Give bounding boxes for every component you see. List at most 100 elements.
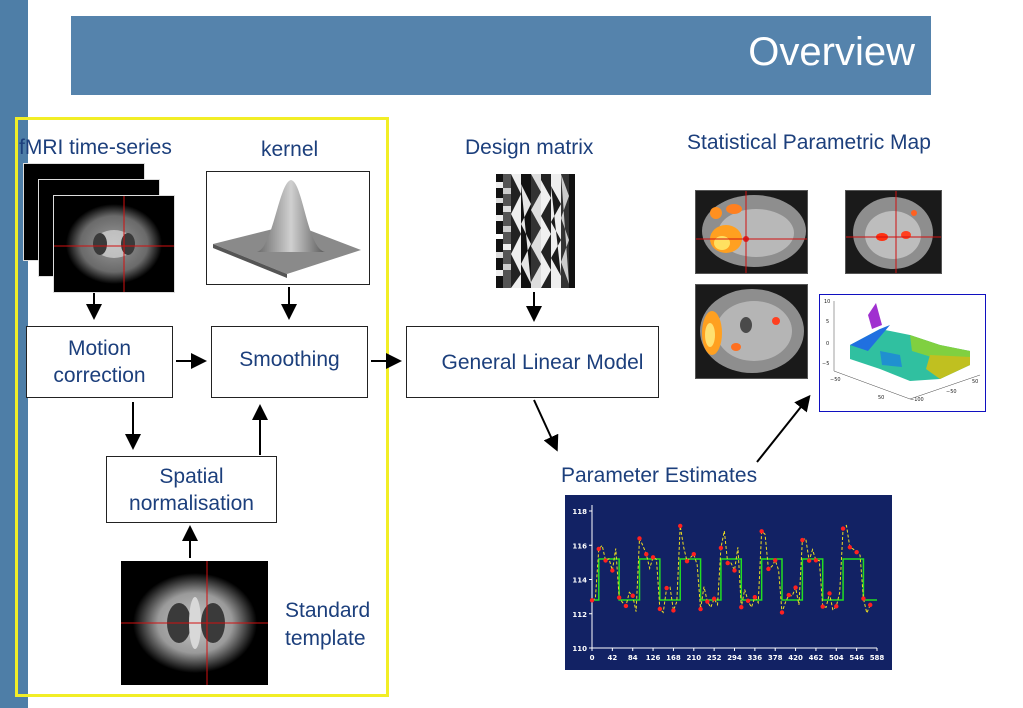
fmri-label: fMRI time-series [19, 136, 172, 159]
arrow-glm-to-estimates [533, 399, 559, 452]
data-point [779, 610, 785, 615]
data-point [854, 549, 859, 555]
data-point [739, 605, 744, 610]
data-point [752, 595, 758, 600]
x-tick-label: 42 [607, 654, 617, 662]
data-point [698, 606, 703, 612]
data-point [637, 536, 642, 541]
title-bar: Overview [71, 16, 931, 95]
data-point [589, 598, 595, 603]
x-tick-label: 504 [829, 654, 844, 662]
data-point [644, 552, 649, 557]
data-point [766, 566, 771, 572]
standard-template-line2: template [285, 627, 366, 650]
data-point [868, 602, 873, 608]
fmri-frame-3 [53, 195, 175, 293]
general-linear-model-box: General Linear Model [406, 326, 659, 398]
data-point [813, 558, 819, 563]
motion-correction-box: Motion correction [26, 326, 173, 398]
data-point [759, 529, 764, 534]
data-point [684, 558, 690, 564]
motion-correction-line2: correction [53, 364, 146, 387]
spatial-normalisation-line2: normalisation [129, 491, 254, 515]
svg-text:−50: −50 [946, 389, 957, 395]
x-tick-label: 462 [809, 654, 824, 662]
spatial-normalisation-line1: Spatial [159, 464, 224, 488]
y-tick-label: 112 [572, 611, 587, 619]
general-linear-model-label: General Linear Model [441, 350, 644, 374]
svg-text:−50: −50 [830, 377, 841, 383]
data-point [610, 568, 615, 573]
motion-correction-line1: Motion [67, 337, 131, 360]
data-point [786, 592, 791, 598]
smoothing-label: Smoothing [239, 347, 340, 371]
data-point [732, 568, 737, 573]
data-point [691, 552, 696, 557]
data-point [800, 537, 805, 543]
x-tick-label: 126 [646, 654, 661, 662]
standard-template-image [121, 561, 268, 685]
spm-sagittal-slice [695, 190, 808, 274]
data-point [603, 558, 608, 563]
data-point [806, 558, 812, 563]
data-point [616, 595, 622, 600]
x-tick-label: 84 [628, 654, 638, 662]
data-point [711, 596, 717, 601]
page-title: Overview [748, 30, 915, 74]
preprocessing-highlight-frame [15, 117, 389, 697]
svg-text:10: 10 [824, 299, 830, 305]
data-point [650, 555, 656, 560]
kernel-label: kernel [261, 138, 319, 161]
svg-text:50: 50 [878, 395, 884, 401]
data-point [847, 545, 853, 550]
data-point [827, 591, 832, 596]
data-point [596, 546, 601, 552]
kernel-image [206, 171, 370, 285]
spm-label: Statistical Parametric Map [687, 131, 931, 154]
data-point [623, 603, 629, 609]
x-tick-label: 420 [788, 654, 803, 662]
data-point [718, 545, 724, 551]
spm-coronal-slice [845, 190, 942, 274]
svg-text:0: 0 [826, 341, 829, 347]
spatial-normalisation-box: Spatial normalisation [106, 456, 277, 523]
svg-text:50: 50 [972, 379, 978, 385]
data-point [657, 606, 663, 612]
data-point [678, 523, 683, 529]
x-tick-label: 0 [590, 654, 595, 662]
data-point [820, 604, 825, 609]
observed-data-line [591, 524, 871, 615]
data-point [630, 593, 635, 598]
x-tick-label: 210 [686, 654, 701, 662]
data-point [840, 526, 846, 531]
parameter-estimates-label: Parameter Estimates [561, 464, 758, 487]
x-tick-label: 378 [768, 654, 783, 662]
design-matrix-label: Design matrix [465, 136, 594, 159]
svg-text:−5: −5 [822, 361, 829, 367]
data-point [705, 599, 710, 604]
y-tick-label: 110 [572, 645, 587, 653]
data-point [745, 598, 751, 604]
data-point [793, 585, 798, 590]
data-point [861, 596, 866, 601]
data-point [671, 608, 676, 613]
data-point [664, 585, 669, 591]
arrow-estimates-to-spm [756, 394, 811, 463]
x-tick-label: 546 [849, 654, 864, 662]
standard-template-label: Standard template [285, 597, 370, 653]
design-matrix-image [496, 174, 575, 288]
svg-text:5: 5 [826, 319, 829, 325]
x-tick-label: 252 [707, 654, 722, 662]
x-tick-label: 168 [666, 654, 681, 662]
standard-template-line1: Standard [285, 599, 371, 622]
data-point [834, 604, 839, 609]
y-tick-label: 118 [572, 508, 587, 516]
spm-axial-slice [695, 284, 808, 379]
data-point [773, 558, 778, 563]
x-tick-label: 588 [870, 654, 885, 662]
y-tick-label: 116 [572, 542, 587, 550]
y-tick-label: 114 [572, 577, 587, 585]
